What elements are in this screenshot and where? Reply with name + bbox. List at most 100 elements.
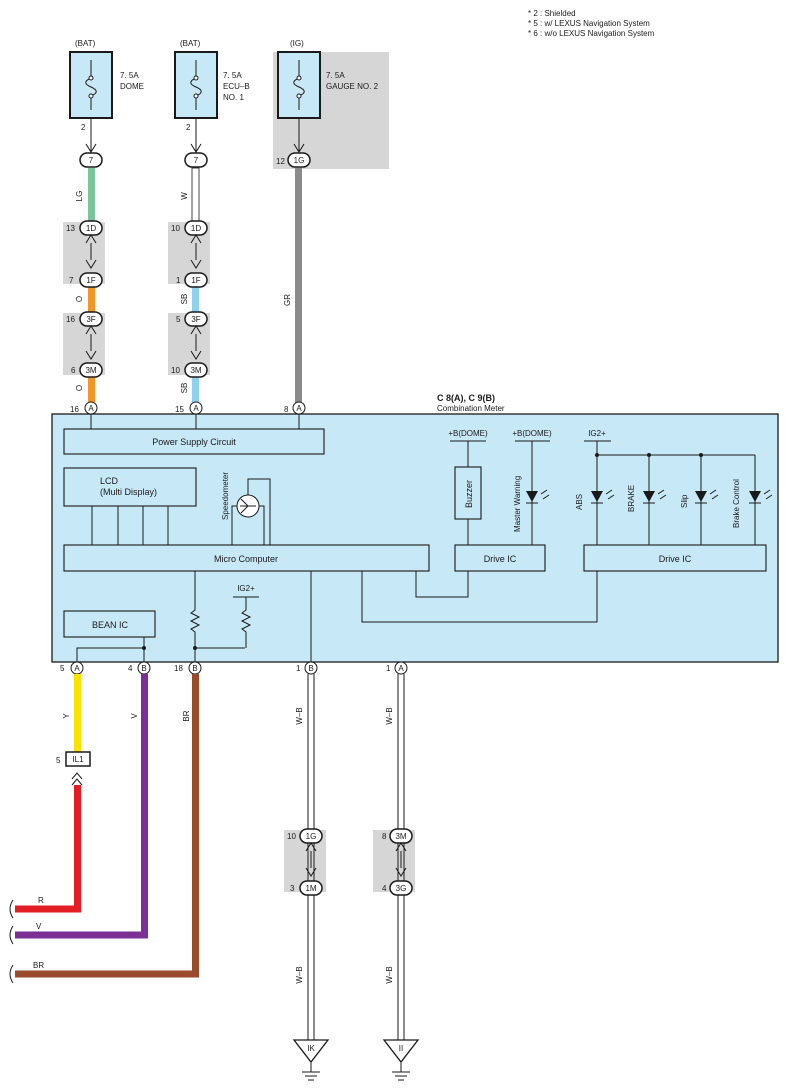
micro-computer: [63, 544, 430, 572]
lcd-block: [63, 467, 197, 507]
fuse1-rating: 7. 5A: [120, 71, 139, 80]
svg-text:16: 16: [66, 315, 75, 324]
wire-sb2-label: SB: [180, 383, 189, 394]
svg-text:4: 4: [382, 884, 387, 893]
fuse3-source: (IG): [290, 39, 304, 48]
svg-text:1: 1: [296, 664, 301, 673]
abs-led-icon: [591, 489, 615, 504]
wire-wb4-label: W–B: [385, 966, 394, 983]
fuse2-source: (BAT): [180, 39, 201, 48]
svg-text:10: 10: [171, 366, 180, 375]
svg-text:B: B: [308, 664, 313, 673]
bean-ic: [63, 610, 156, 638]
abs-label: ABS: [575, 494, 584, 510]
junction-1g-lower: 10 1G: [287, 828, 323, 877]
wire-y: [74, 674, 81, 752]
wire-sb1-label: SB: [180, 294, 189, 305]
svg-text:3F: 3F: [86, 315, 95, 324]
wire-wb3-label: W–B: [295, 966, 304, 983]
junction-3g-lower: 4 3G: [382, 880, 413, 896]
wire-v: [15, 674, 148, 939]
drive-ic-2-label: Drive IC: [659, 554, 692, 564]
meter-pin-1b: 1 B: [296, 661, 318, 675]
svg-text:IK: IK: [307, 1044, 315, 1053]
junction-3m-b: 10 3M: [171, 362, 208, 378]
speedometer-label: Speedometer: [221, 472, 230, 520]
slip-led-icon: [695, 489, 719, 504]
svg-text:IL1: IL1: [72, 755, 84, 764]
note-shielded: * 2 : Shielded: [528, 9, 576, 18]
svg-text:1F: 1F: [191, 276, 200, 285]
svg-text:B: B: [192, 664, 197, 673]
junction-3m-lower: 8 3M: [382, 828, 413, 877]
lcd-label: LCD: [100, 476, 119, 486]
svg-text:A: A: [74, 664, 80, 673]
note-without-nav: * 6 : w/o LEXUS Navigation System: [528, 29, 655, 38]
brake-control-led-icon: [749, 489, 773, 504]
wire-wb1-label: W–B: [295, 707, 304, 724]
master-warning-label: Master Warning: [513, 476, 522, 532]
fuse3-name: GAUGE NO. 2: [326, 82, 379, 91]
svg-text:5: 5: [176, 315, 181, 324]
connector-7a: 7: [79, 143, 103, 168]
junction-1d-b: 10 1D: [171, 220, 208, 269]
svg-text:5: 5: [60, 664, 65, 673]
svg-text:1F: 1F: [86, 276, 95, 285]
svg-text:3M: 3M: [190, 366, 201, 375]
svg-text:7: 7: [69, 276, 74, 285]
svg-text:1D: 1D: [191, 224, 201, 233]
speedometer-icon: [231, 478, 271, 545]
svg-text:3G: 3G: [396, 884, 407, 893]
svg-text:1G: 1G: [294, 156, 305, 165]
svg-text:3F: 3F: [191, 315, 200, 324]
fuse2-name: ECU–B: [223, 82, 250, 91]
drive-ic-1: [454, 544, 546, 572]
brake-control-label: Brake Control: [732, 479, 741, 528]
wire-gr: [295, 168, 302, 404]
meter-pin-15a: 15 A: [175, 401, 203, 415]
svg-text:4: 4: [128, 664, 133, 673]
junction-1f-b: 1 1F: [176, 272, 208, 288]
svg-text:A: A: [88, 404, 94, 413]
brake-label: BRAKE: [627, 485, 636, 512]
svg-text:7: 7: [89, 156, 94, 165]
junction-3f-a: 16 3F: [66, 311, 103, 360]
wire-wb-left: [307, 674, 315, 1040]
svg-text:II: II: [399, 1044, 403, 1053]
junction-1m-lower: 3 1M: [290, 880, 323, 896]
wire-y-label: Y: [62, 713, 71, 719]
connector-7b: 7: [184, 143, 208, 168]
fuse3-pin: 12: [276, 157, 285, 166]
junction-3f-b: 5 3F: [176, 311, 208, 360]
drive-ic-2: [583, 544, 767, 572]
svg-text:A: A: [193, 404, 199, 413]
break-mark-r: [9, 899, 14, 919]
svg-text:3M: 3M: [85, 366, 96, 375]
wire-o2-label: O: [75, 385, 84, 391]
power-supply-label: Power Supply Circuit: [152, 437, 236, 447]
combination-meter-box: [51, 413, 779, 663]
svg-text:1: 1: [386, 664, 391, 673]
svg-text:8: 8: [382, 832, 387, 841]
wire-lg: [88, 168, 95, 222]
bean-ic-label: BEAN IC: [92, 620, 129, 630]
resistor-2-icon: [240, 597, 252, 648]
svg-text:18: 18: [174, 664, 183, 673]
master-warning-led-icon: [526, 489, 550, 504]
break-mark-v: [9, 925, 14, 945]
wire-o2: [88, 373, 95, 403]
resistor-1-icon: [189, 571, 245, 649]
wire-wb-right: [397, 674, 405, 1040]
svg-text:A: A: [296, 404, 302, 413]
wire-wb2-label: W–B: [385, 707, 394, 724]
svg-text:3: 3: [290, 884, 295, 893]
lcd-sub-label: (Multi Display): [100, 487, 157, 497]
wire-br-end-label: BR: [33, 961, 44, 970]
meter-pin-4b: 4 B: [128, 661, 151, 675]
svg-text:A: A: [398, 664, 404, 673]
wire-gr-label: GR: [283, 294, 292, 306]
wire-br: [15, 674, 199, 978]
svg-text:8: 8: [284, 405, 289, 414]
